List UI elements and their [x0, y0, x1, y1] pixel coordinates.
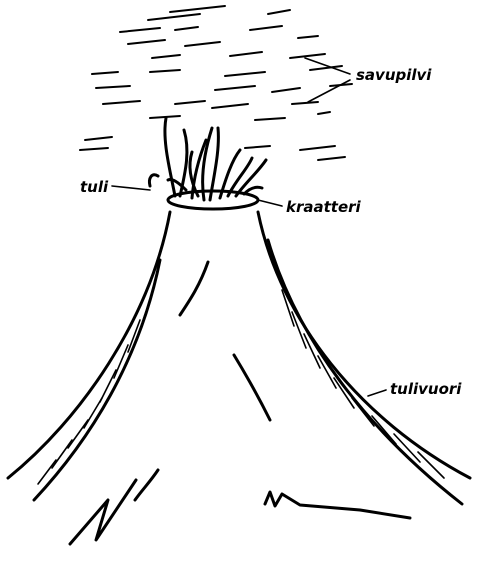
fire [149, 118, 266, 200]
smoke-stroke [268, 10, 290, 14]
smoke-stroke [290, 54, 325, 58]
smoke-stroke [272, 88, 300, 92]
label-tulivuori: tulivuori [390, 380, 462, 398]
volcano-surface-stroke [180, 262, 208, 315]
smoke-stroke [175, 27, 198, 30]
leader-tuli [112, 186, 150, 190]
smoke-stroke [92, 72, 118, 74]
smoke-stroke [318, 157, 345, 160]
volcano-surface-stroke [234, 355, 270, 420]
volcano-lower-fold [70, 480, 136, 544]
volcano-left-slope [8, 212, 170, 478]
smoke-stroke [298, 36, 318, 38]
leader-savupilvi-2 [308, 80, 350, 102]
smoke-stroke [212, 104, 248, 108]
label-savupilvi: savupilvi [356, 66, 432, 84]
flame-stroke [165, 118, 175, 196]
leader-lines [112, 58, 386, 396]
volcano-body [8, 212, 470, 544]
smoke-stroke [185, 42, 220, 46]
leader-tulivuori [368, 390, 386, 396]
smoke-stroke [148, 14, 200, 20]
smoke-stroke [250, 26, 282, 30]
label-tuli: tuli [80, 178, 109, 196]
smoke-stroke [175, 101, 205, 104]
volcano-surface-stroke [135, 470, 158, 500]
smoke-stroke [96, 86, 130, 88]
label-kraatteri: kraatteri [286, 198, 362, 216]
smoke-stroke [152, 55, 180, 58]
leader-kraatteri [258, 200, 282, 206]
smoke-stroke [230, 52, 262, 56]
smoke-stroke [255, 118, 285, 120]
smoke-stroke [120, 28, 160, 32]
smoke-stroke [292, 102, 318, 104]
volcano-right-slope-inner [268, 240, 462, 504]
crater-rim [168, 191, 258, 209]
volcano-base-line [265, 492, 410, 518]
flame-stroke [149, 175, 158, 186]
volcano-right-slope [258, 212, 470, 478]
smoke-stroke [150, 70, 180, 72]
left-slope-shading [38, 300, 150, 484]
smoke-stroke [128, 40, 165, 44]
smoke-stroke [300, 146, 335, 150]
leader-savupilvi [305, 58, 350, 74]
smoke-stroke [170, 6, 225, 12]
smoke-stroke [103, 101, 140, 104]
smoke-stroke [225, 72, 265, 76]
smoke-stroke [80, 148, 108, 150]
smoke-stroke [85, 137, 112, 140]
smoke-stroke [245, 146, 270, 148]
flame-stroke [210, 128, 218, 200]
smoke-stroke [318, 112, 330, 114]
smoke-cloud [80, 6, 352, 160]
smoke-stroke [215, 86, 255, 90]
